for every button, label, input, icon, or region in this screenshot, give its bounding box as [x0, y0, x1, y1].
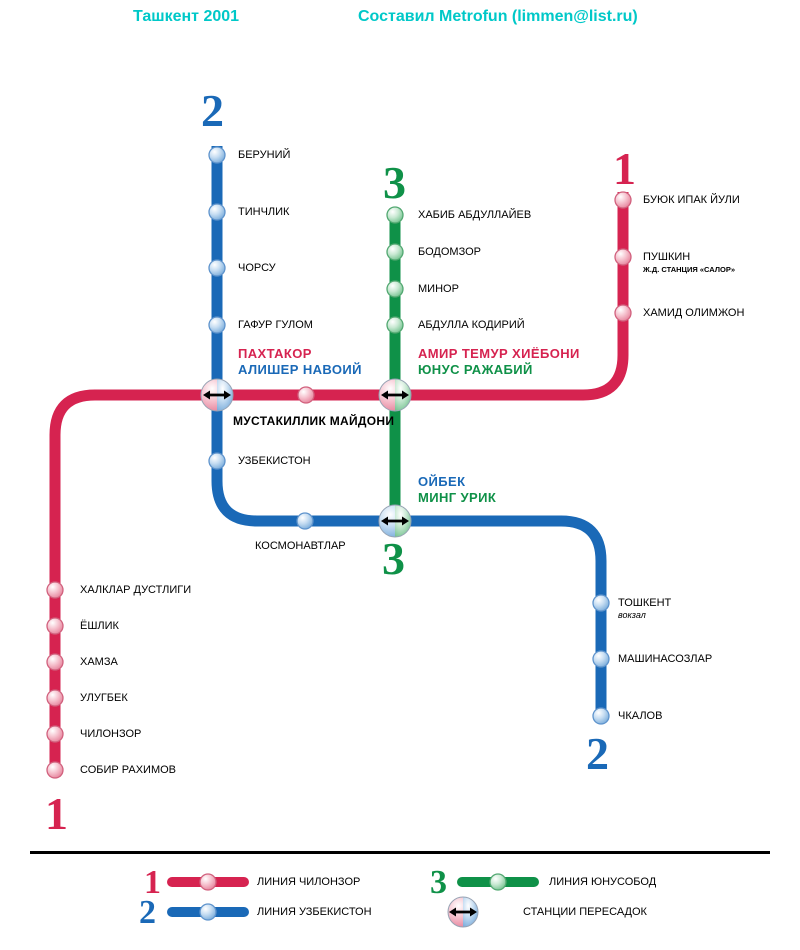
badge-line3-south: 3 — [382, 533, 405, 584]
station-label-pushkin: ПУШКИН — [643, 251, 691, 263]
station-label-sobir-rakhimov: СОБИР РАХИМОВ — [80, 764, 177, 776]
station-dot-pushkin — [614, 248, 632, 266]
station-dot-mashinasozlar — [592, 650, 610, 668]
badge-line1-south: 1 — [45, 788, 68, 839]
legend-line1-station-icon — [199, 873, 217, 891]
station-dot-chilonzor — [46, 725, 64, 743]
station-dot-buyuk-ipak-yuli — [614, 191, 632, 209]
transfer-pakhtakor-alisher-navoiy — [200, 378, 234, 412]
transfer-arrows-icon — [449, 907, 477, 917]
badge-line2-north: 2 — [201, 85, 224, 136]
legend-line1-label: ЛИНИЯ ЧИЛОНЗОР — [257, 876, 361, 888]
station-label-khabib-abdullayev: ХАБИБ АБДУЛЛАЙЕВ — [418, 209, 532, 221]
transfer-ring — [200, 378, 234, 412]
map-title: Ташкент 2001 — [133, 8, 240, 25]
station-label-minor: МИНОР — [418, 283, 459, 295]
station-dot-chkalov — [592, 707, 610, 725]
station-dot-ulugbek — [46, 689, 64, 707]
station-label-ulugbek: УЛУГБЕК — [80, 692, 128, 704]
transfer-arrows-icon — [381, 516, 409, 526]
station-label-khamid-olimjon: ХАМИД ОЛИМЖОН — [643, 307, 745, 319]
station-label-mustaqillik-maydoni: МУСТАКИЛЛИК МАЙДОНИ — [233, 414, 395, 428]
legend-line3-station-icon — [489, 873, 507, 891]
transfer-arrows-icon — [381, 390, 409, 400]
station-dot-kosmonavtlar — [296, 512, 314, 530]
station-dot-uzbekiston — [208, 452, 226, 470]
station-note-tashkent: вокзал — [618, 610, 646, 620]
badge-line3-north: 3 — [383, 157, 406, 208]
station-note-pushkin: Ж.Д. СТАНЦИЯ «САЛОР» — [643, 265, 736, 274]
transfer-label-oybek: ОЙБЕК — [418, 474, 466, 489]
transfer-ring — [447, 896, 479, 928]
transfer-label-ming-urik: МИНГ УРИК — [418, 490, 497, 505]
line-chilonzor-path — [49, 192, 629, 777]
station-label-khalklar-dustligi: ХАЛКЛАР ДУСТЛИГИ — [80, 584, 192, 596]
station-dot-beruniy — [208, 146, 226, 164]
station-dot-mustaqillik-maydoni — [297, 386, 315, 404]
station-dot-sobir-rakhimov — [46, 761, 64, 779]
station-label-bodomzor: БОДОМЗОР — [418, 246, 481, 258]
legend-line2-number: 2 — [139, 894, 156, 931]
legend-line1-number: 1 — [144, 864, 161, 901]
station-label-chilonzor: ЧИЛОНЗОР — [80, 728, 142, 740]
transfer-label-amir-temur-khiyoboni: АМИР ТЕМУР ХИЁБОНИ — [418, 346, 580, 361]
legend-transfer-label: СТАНЦИИ ПЕРЕСАДОК — [523, 906, 647, 918]
transfer-ring — [378, 378, 412, 412]
station-label-yoshlik: ЁШЛИК — [80, 620, 119, 632]
station-dot-gafur-gulom — [208, 316, 226, 334]
transfer-amir-temur-yunus-rajabiy — [378, 378, 412, 412]
station-dot-khabib-abdullayev — [386, 206, 404, 224]
transfer-label-yunus-rajabiy: ЮНУС РАЖАБИЙ — [418, 362, 533, 377]
legend-line3-label: ЛИНИЯ ЮНУСОБОД — [549, 876, 657, 888]
transfer-label-pakhtakor: ПАХТАКОР — [238, 346, 312, 361]
legend-line2-label: ЛИНИЯ УЗБЕКИСТОН — [257, 906, 372, 918]
station-label-chkalov: ЧКАЛОВ — [618, 710, 663, 722]
station-dot-bodomzor — [386, 243, 404, 261]
station-dot-abdulla-qodiriy — [386, 316, 404, 334]
station-dot-khamza — [46, 653, 64, 671]
station-dot-tashkent — [592, 594, 610, 612]
legend-transfer-icon — [447, 896, 479, 928]
badge-line1-north: 1 — [613, 143, 636, 194]
station-label-mashinasozlar: МАШИНАСОЗЛАР — [618, 653, 713, 665]
transfer-label-alisher-navoiy: АЛИШЕР НАВОИЙ — [238, 362, 362, 377]
station-label-abdulla-qodiriy: АБДУЛЛА КОДИРИЙ — [418, 319, 525, 331]
station-dot-tinchlik — [208, 203, 226, 221]
station-label-buyuk-ipak-yuli: БУЮК ИПАК ЙУЛИ — [643, 194, 740, 206]
badge-line2-south: 2 — [586, 728, 609, 779]
station-dot-khalklar-dustligi — [46, 581, 64, 599]
line-uzbekiston-path — [211, 146, 607, 722]
station-label-uzbekiston: УЗБЕКИСТОН — [238, 455, 311, 467]
station-dot-minor — [386, 280, 404, 298]
transfer-arrows-icon — [203, 390, 231, 400]
station-label-kosmonavtlar: КОСМОНАВТЛАР — [255, 540, 346, 552]
map-credit: Составил Metrofun (limmen@list.ru) — [358, 8, 638, 25]
station-dot-khamid-olimjon — [614, 304, 632, 322]
transfer-oybek-ming-urik — [378, 504, 412, 538]
legend-divider — [30, 851, 770, 854]
station-label-gafur-gulom: ГАФУР ГУЛОМ — [238, 319, 313, 331]
station-label-khamza: ХАМЗА — [80, 656, 118, 668]
legend-line3-number: 3 — [430, 864, 447, 901]
station-dot-yoshlik — [46, 617, 64, 635]
transfer-ring — [378, 504, 412, 538]
station-dot-chorsu — [208, 259, 226, 277]
station-label-tinchlik: ТИНЧЛИК — [238, 206, 290, 218]
legend-line2-station-icon — [199, 903, 217, 921]
station-label-chorsu: ЧОРСУ — [238, 262, 276, 274]
station-label-beruniy: БЕРУНИЙ — [238, 149, 291, 161]
station-label-tashkent: ТОШКЕНТ — [618, 597, 672, 609]
